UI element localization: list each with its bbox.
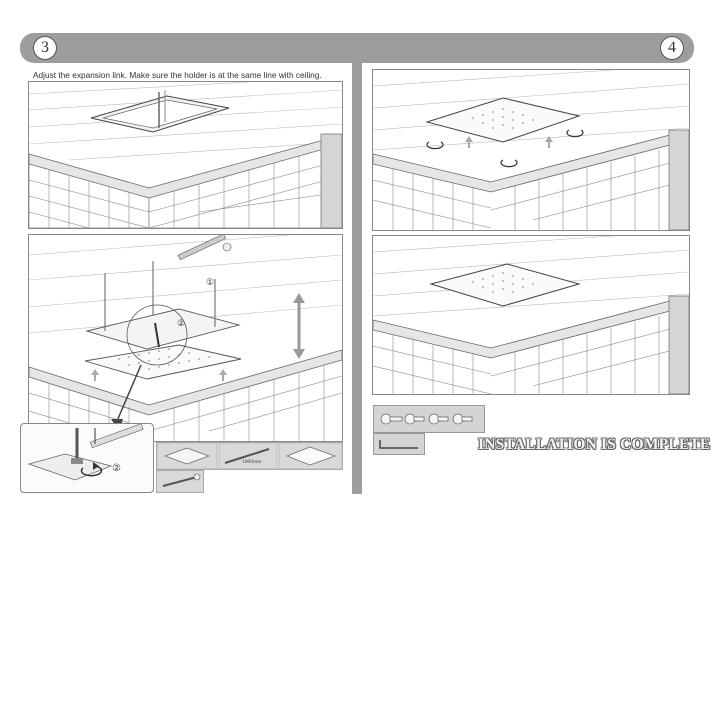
callout-step-one: ①	[206, 277, 215, 287]
screws-parts	[373, 405, 485, 433]
installation-complete-text: INSTALLATION IS COMPLETE	[478, 436, 711, 453]
inset-detail-tighten	[20, 423, 154, 493]
pipe-length-label: 1000mm	[242, 459, 262, 465]
step-number-4: 4	[660, 36, 684, 60]
illustration-install-shower-head	[28, 234, 343, 442]
illustration-attach-panel	[372, 69, 690, 231]
instruction-text: Adjust the expansion link. Make sure the…	[33, 70, 322, 80]
step-number-3: 3	[33, 36, 57, 60]
illustration-ceiling-holder	[28, 81, 343, 229]
wrench-thumbnail	[156, 470, 204, 493]
hex-key-part	[373, 433, 425, 455]
parts-strip	[156, 442, 343, 470]
callout-step-two: ②	[112, 463, 121, 474]
callout-step-two-top: ②	[177, 318, 186, 328]
header-bar	[20, 33, 694, 63]
illustration-installed-panel	[372, 235, 690, 395]
step-divider	[352, 62, 362, 494]
